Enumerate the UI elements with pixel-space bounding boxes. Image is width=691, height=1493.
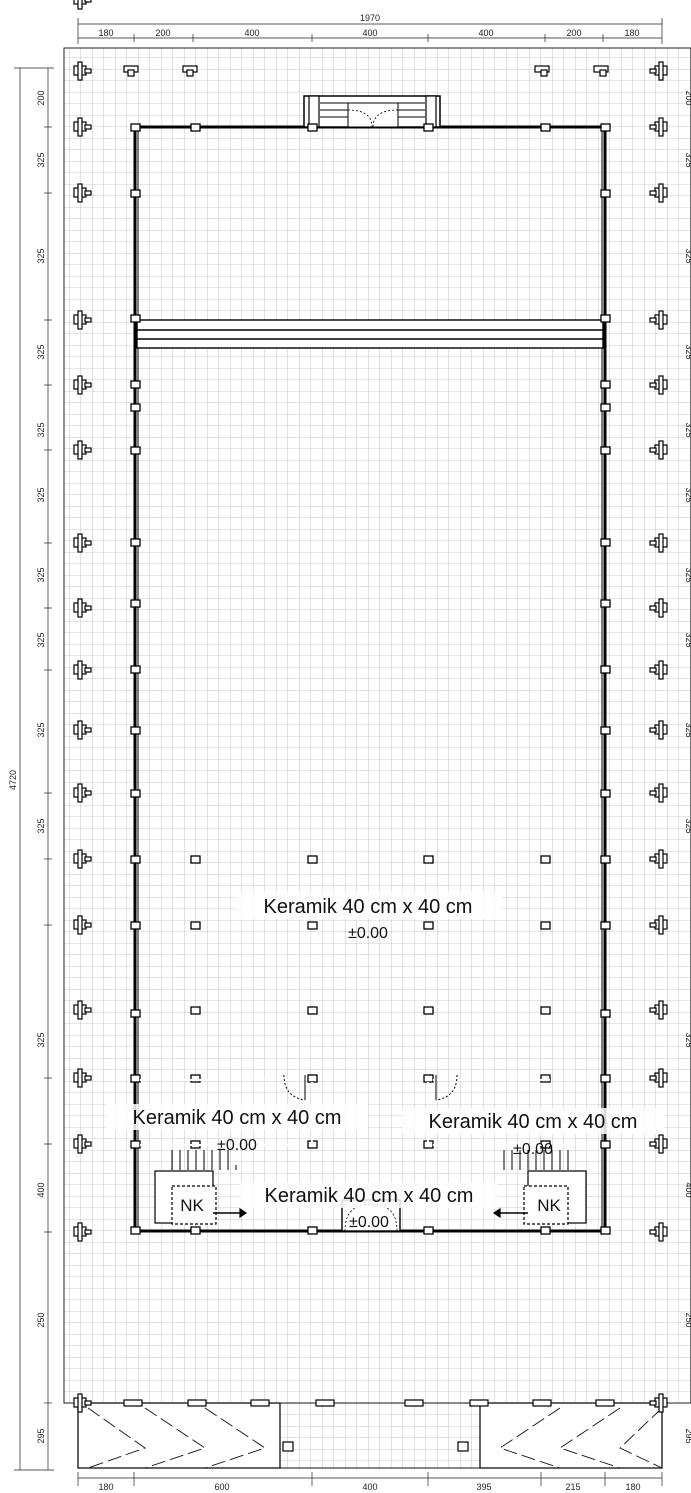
porch-left xyxy=(77,1402,281,1469)
bottom-row-columns xyxy=(123,1399,615,1452)
svg-text:250: 250 xyxy=(684,1312,691,1327)
dim-top-6: 200 xyxy=(566,28,581,38)
right-room-material: Keramik 40 cm x 40 cm xyxy=(429,1111,638,1133)
svg-text:325: 325 xyxy=(684,1032,691,1047)
svg-text:325: 325 xyxy=(684,487,691,502)
svg-text:325: 325 xyxy=(684,344,691,359)
svg-text:600: 600 xyxy=(214,1482,229,1492)
entrance-level: ±0.00 xyxy=(349,1214,389,1231)
porch-middle xyxy=(279,1402,481,1469)
dim-top-3: 400 xyxy=(244,28,259,38)
dim-top-5: 400 xyxy=(478,28,493,38)
svg-text:215: 215 xyxy=(565,1482,580,1492)
svg-text:325: 325 xyxy=(36,567,46,582)
svg-text:325: 325 xyxy=(684,632,691,647)
svg-text:295: 295 xyxy=(684,1428,691,1443)
right-room-level: ±0.00 xyxy=(513,1141,553,1158)
svg-text:325: 325 xyxy=(684,152,691,167)
mihrab-niche xyxy=(303,95,441,128)
svg-text:295: 295 xyxy=(36,1428,46,1443)
svg-text:325: 325 xyxy=(36,818,46,833)
main-hall-level: ±0.00 xyxy=(348,925,388,942)
toilet-right-label: NK xyxy=(537,1196,561,1215)
svg-text:180: 180 xyxy=(98,1482,113,1492)
svg-text:400: 400 xyxy=(684,1182,691,1197)
svg-text:400: 400 xyxy=(362,1482,377,1492)
dim-right-segments: 200 325 325 325 325 325 325 325 325 325 … xyxy=(684,90,691,1443)
svg-text:180: 180 xyxy=(625,1482,640,1492)
svg-text:325: 325 xyxy=(684,722,691,737)
svg-text:200: 200 xyxy=(684,90,691,105)
left-dim-ticks xyxy=(44,126,52,1404)
svg-text:325: 325 xyxy=(684,567,691,582)
dim-left-total: 4720 xyxy=(8,770,18,790)
stage-band xyxy=(136,319,604,349)
dim-top-4: 400 xyxy=(362,28,377,38)
svg-text:325: 325 xyxy=(36,248,46,263)
toilet-right-block xyxy=(492,1150,587,1225)
svg-text:325: 325 xyxy=(36,152,46,167)
svg-text:325: 325 xyxy=(36,487,46,502)
perimeter-columns xyxy=(73,0,92,10)
main-hall-material: Keramik 40 cm x 40 cm xyxy=(264,896,473,918)
side-doors xyxy=(283,1074,458,1101)
wall-columns xyxy=(130,123,611,1235)
svg-text:400: 400 xyxy=(36,1182,46,1197)
toilet-left-label: NK xyxy=(180,1196,204,1215)
svg-text:325: 325 xyxy=(36,632,46,647)
svg-text:250: 250 xyxy=(36,1312,46,1327)
porch-chevrons xyxy=(87,1407,663,1469)
svg-text:325: 325 xyxy=(36,344,46,359)
dim-top-7: 180 xyxy=(624,28,639,38)
toilet-left-block xyxy=(154,1150,248,1225)
svg-text:325: 325 xyxy=(36,722,46,737)
svg-text:395: 395 xyxy=(476,1482,491,1492)
dimension-lines xyxy=(14,18,663,1486)
porch-right xyxy=(479,1402,663,1469)
svg-text:200: 200 xyxy=(36,90,46,105)
svg-text:325: 325 xyxy=(36,1032,46,1047)
svg-text:325: 325 xyxy=(684,818,691,833)
dim-top-1: 180 xyxy=(98,28,113,38)
svg-text:325: 325 xyxy=(36,422,46,437)
entrance-material: Keramik 40 cm x 40 cm xyxy=(265,1185,474,1207)
dim-bottom-segments: 180 600 400 395 215 180 xyxy=(98,1482,640,1492)
dim-top-2: 200 xyxy=(155,28,170,38)
left-room-material: Keramik 40 cm x 40 cm xyxy=(133,1107,342,1129)
dim-left-segments: 200 325 325 325 325 325 325 325 325 325 … xyxy=(36,90,46,1443)
svg-text:325: 325 xyxy=(684,422,691,437)
svg-text:325: 325 xyxy=(684,248,691,263)
left-room-level: ±0.00 xyxy=(217,1137,257,1154)
dim-top-total: 1970 xyxy=(360,13,380,23)
top-row-columns xyxy=(123,65,609,77)
